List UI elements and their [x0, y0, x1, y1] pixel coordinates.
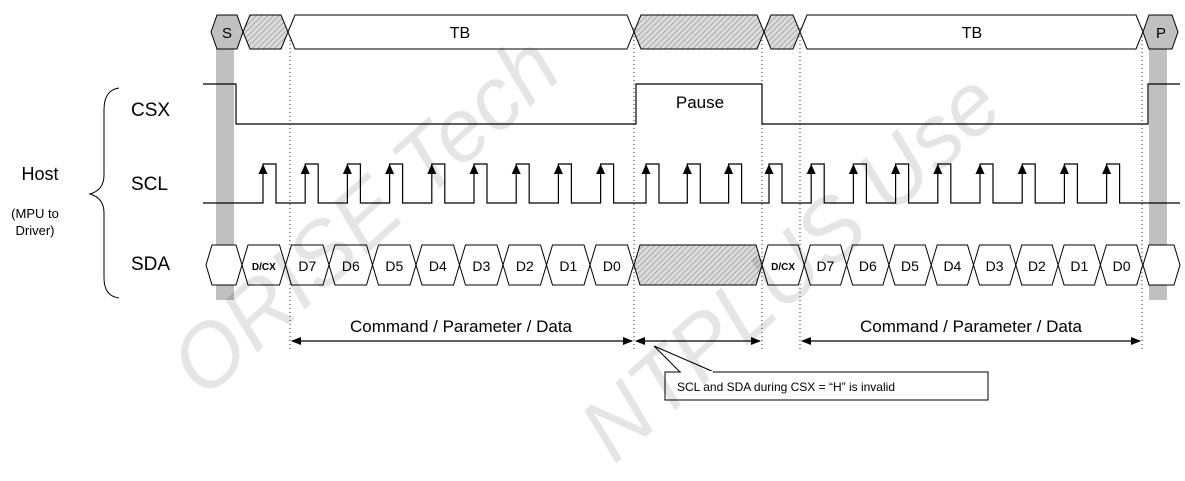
host-note-line1: (MPU to	[11, 206, 59, 221]
timing-diagram: S TB TB P Host (MPU to Driver) CSX SCL S…	[11, 14, 1181, 401]
sda-bit-label: D3	[986, 258, 1004, 274]
frame-hatch-2	[763, 14, 801, 50]
frame-tb-label-1: TB	[450, 25, 470, 42]
csx-waveform	[203, 83, 1180, 125]
sda-idle-segment	[205, 244, 243, 286]
stop-condition-bar	[1149, 38, 1167, 300]
sda-bus	[205, 244, 1181, 286]
start-label: S	[222, 25, 232, 42]
sda-idle-segment	[1142, 244, 1181, 286]
host-label: Host	[21, 164, 58, 184]
callout-box	[664, 371, 989, 401]
sda-bit-label: D4	[429, 258, 447, 274]
sda-bit-label: D2	[516, 258, 534, 274]
frame-bus	[210, 14, 1179, 50]
sda-bit-label: D3	[472, 258, 490, 274]
scl-edge-arrow	[975, 164, 985, 174]
scl-edge-arrow	[469, 164, 479, 174]
stop-label: P	[1156, 25, 1166, 42]
sda-bit-labels: D/CX D7 D6 D5 D4 D3 D2 D1 D0 D/CX D7 D6 D5 D4 D3 D2 D1 D0	[252, 258, 1131, 274]
sda-bit-label: D5	[901, 258, 919, 274]
scl-edge-arrow	[511, 164, 521, 174]
sda-bit-label: D7	[298, 258, 316, 274]
scl-edge-arrow	[764, 164, 774, 174]
scl-edge-arrow	[258, 164, 268, 174]
sda-bit-label: D1	[559, 258, 577, 274]
sda-bit-label: D2	[1028, 258, 1046, 274]
pause-label: Pause	[676, 93, 724, 112]
scl-edge-arrow	[427, 164, 437, 174]
scl-edge-arrow	[342, 164, 352, 174]
sda-bit-label: D/CX	[252, 262, 276, 273]
sda-bit-label: D6	[342, 258, 360, 274]
sda-bit-label: D7	[816, 258, 834, 274]
scl-edge-arrow	[724, 164, 734, 174]
frame-tb-label-2: TB	[962, 25, 982, 42]
host-brace	[88, 87, 120, 299]
scl-edge-arrow	[848, 164, 858, 174]
range-label-2: Command / Parameter / Data	[860, 317, 1083, 336]
sda-pause-hatch	[633, 244, 763, 286]
stop-token	[1142, 14, 1179, 50]
scl-signal-label: SCL	[131, 174, 168, 195]
scl-edge-arrow	[641, 164, 651, 174]
scl-edge-arrow	[806, 164, 816, 174]
scl-edge-arrow	[1017, 164, 1027, 174]
scl-edge-arrow	[385, 164, 395, 174]
scl-edge-arrow	[1102, 164, 1112, 174]
sda-signal-label: SDA	[131, 254, 170, 275]
scl-edge-arrow	[682, 164, 692, 174]
start-condition-bar	[216, 38, 234, 300]
host-note-line2: Driver)	[16, 223, 55, 238]
sda-bit-label: D0	[1113, 258, 1131, 274]
scl-edge-arrow	[1059, 164, 1069, 174]
scl-waveform	[203, 163, 1180, 204]
sda-bit-label: D1	[1070, 258, 1088, 274]
scl-edge-arrow	[553, 164, 563, 174]
scl-edge-arrow	[300, 164, 310, 174]
frame-hatch-pause	[633, 14, 765, 50]
sda-bit-label: D0	[603, 258, 621, 274]
callout-pointer	[653, 345, 715, 373]
scl-rising-edge-arrows	[258, 164, 1112, 174]
sda-bit-label: D6	[859, 258, 877, 274]
scl-edge-arrow	[891, 164, 901, 174]
sda-bit-label: D/CX	[771, 262, 795, 273]
sda-bit-label: D5	[385, 258, 403, 274]
guide-lines	[289, 28, 1143, 350]
sda-bit-label: D4	[943, 258, 961, 274]
range-label-1: Command / Parameter / Data	[350, 317, 573, 336]
csx-signal-label: CSX	[131, 100, 170, 121]
scl-edge-arrow	[933, 164, 943, 174]
frame-hatch-1	[242, 14, 289, 50]
scl-edge-arrow	[596, 164, 606, 174]
callout-text: SCL and SDA during CSX = “H” is invalid	[677, 380, 895, 394]
